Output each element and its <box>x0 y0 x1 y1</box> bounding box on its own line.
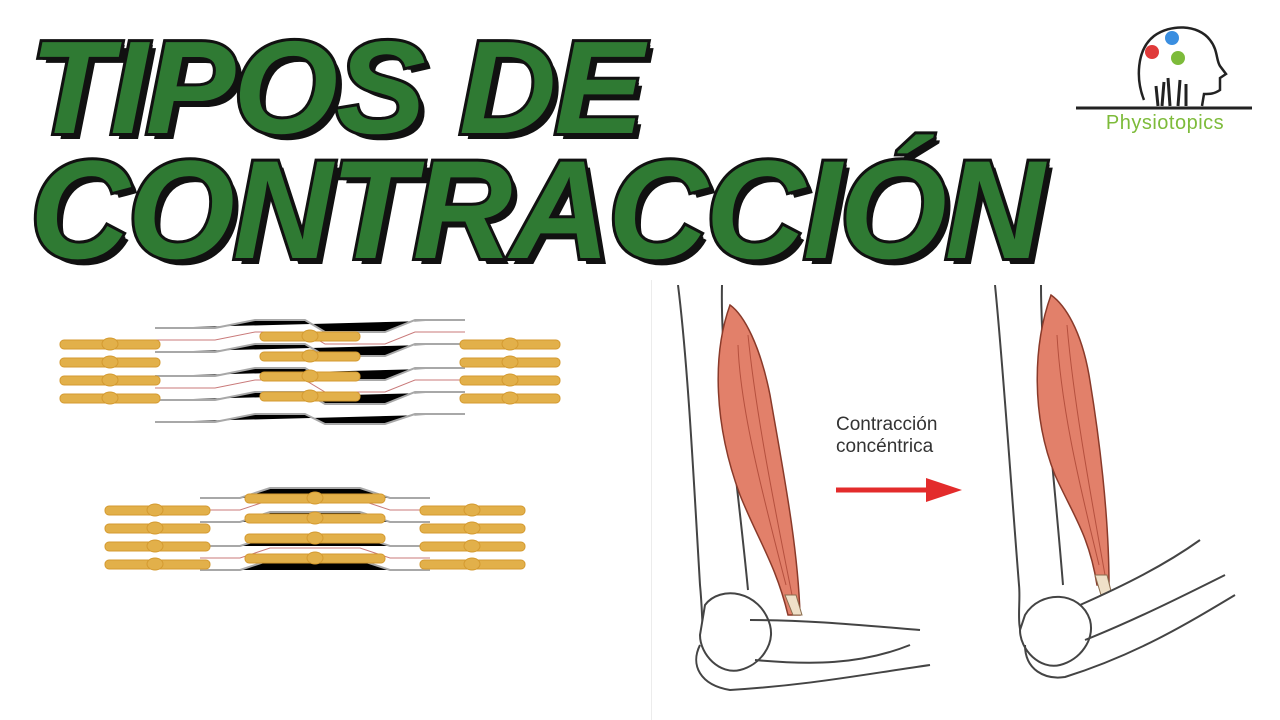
flexed-arm-illustration <box>994 285 1236 679</box>
page-title-line-1: TIPOS DE <box>27 14 647 161</box>
logo-wordmark: Physiotopics <box>1105 112 1225 134</box>
label-line-1: Contracción <box>836 414 938 435</box>
panel-divider <box>651 280 652 720</box>
page-title-line-2: CONTRACCIÓN <box>27 131 1047 288</box>
label-line-2: concéntrica <box>836 436 934 457</box>
physiotopics-logo-icon <box>1076 26 1252 110</box>
extended-arm-illustration <box>677 285 931 692</box>
contracted-sarcomere-diagram <box>104 487 526 571</box>
concentric-contraction-label: Contracción concéntrica <box>836 414 976 458</box>
right-arrow-icon <box>836 478 962 502</box>
relaxed-sarcomere-diagram <box>59 319 561 425</box>
